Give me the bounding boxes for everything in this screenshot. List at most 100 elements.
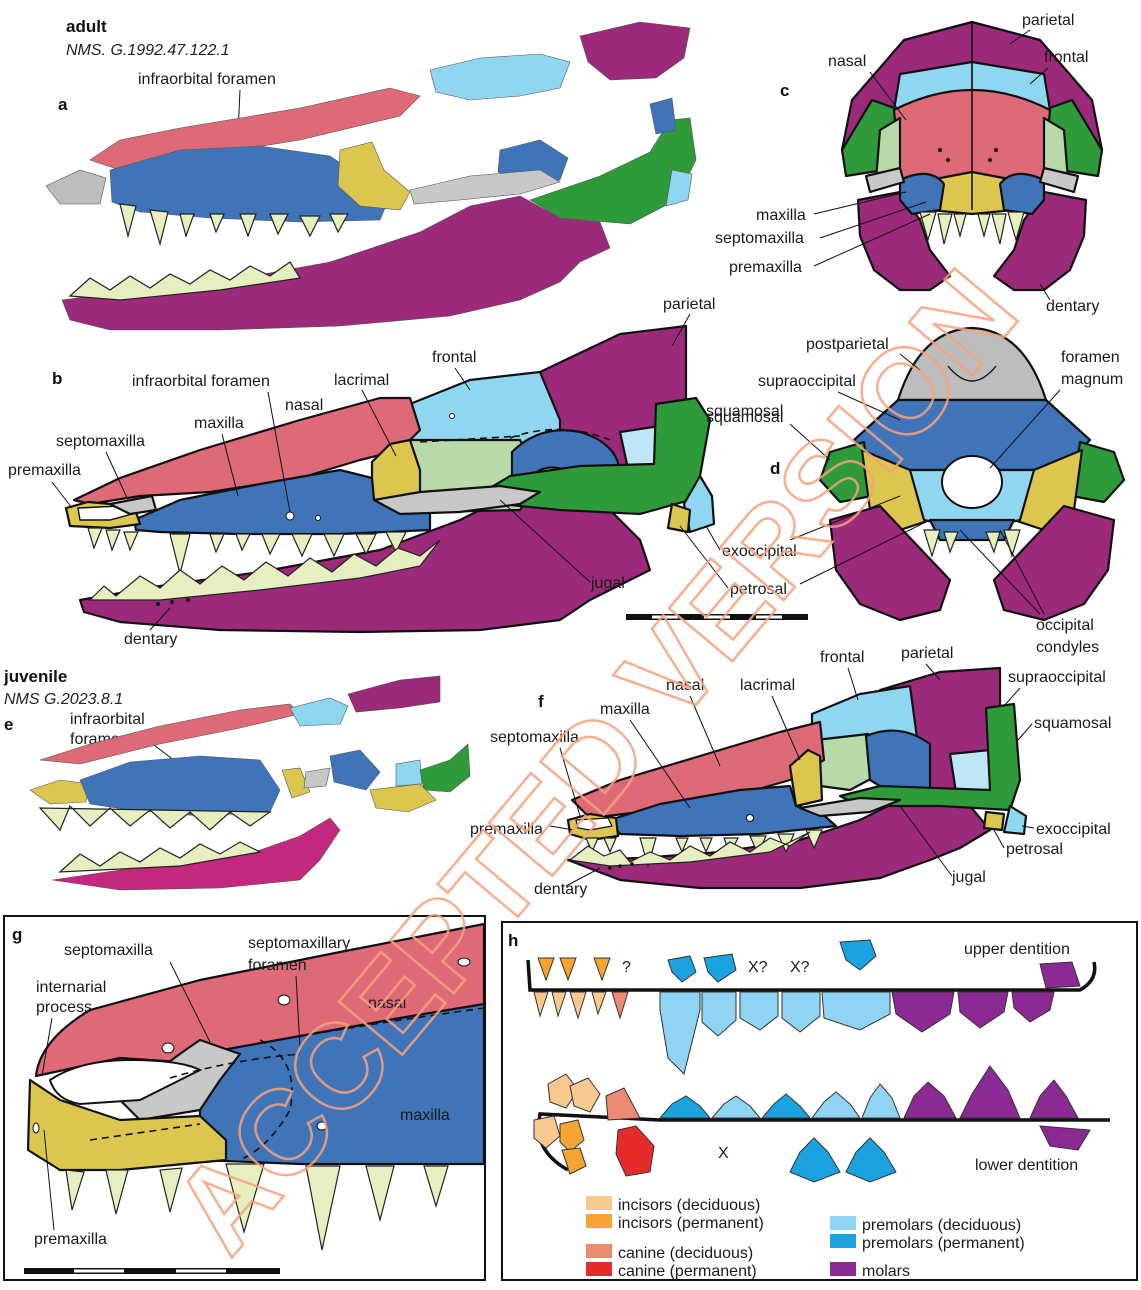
- panel-f-label-squamosal: squamosal: [1034, 715, 1111, 732]
- panel-h-upper-xq-1: X?: [748, 959, 768, 976]
- panel-b-label-nasal: nasal: [285, 397, 323, 414]
- panel-b-leader-premaxilla: [52, 482, 72, 508]
- panel-h-upper-molar-2: [958, 992, 1008, 1028]
- panel-g-foramen-2: [278, 995, 290, 1005]
- panel-a-specimen: NMS. G.1992.47.122.1: [66, 42, 230, 59]
- panel-h-legend: incisors (deciduous) incisors (permanent…: [586, 1196, 1025, 1280]
- panel-h-upper-q: ?: [622, 959, 631, 976]
- panel-h-upper-premolar-dec-3: [740, 992, 778, 1030]
- panel-d-label-squamosal: squamosal: [706, 409, 783, 426]
- panel-e: juvenile NMS G.2023.8.1 e infraorbital f…: [3, 667, 470, 890]
- panel-c-label-nasal: nasal: [828, 53, 866, 70]
- panel-h-lower-canine-perm: [616, 1126, 654, 1176]
- panel-c-letter: c: [780, 81, 789, 100]
- panel-h-lower-incisor-perm-1: [560, 1120, 584, 1152]
- panel-g-letter: g: [12, 925, 22, 944]
- panel-g-foramen-3: [162, 1043, 174, 1053]
- panel-e-label-infraorbital-1: infraorbital: [70, 711, 145, 728]
- panel-c-foramen-3: [994, 148, 998, 152]
- legend-swatch-premolar-permanent: [830, 1234, 856, 1248]
- panel-a-blue-rear: [650, 98, 676, 134]
- panel-h-lower-premolar-perm-1: [790, 1138, 840, 1182]
- panel-b-mental-2: [170, 600, 174, 604]
- legend-label-incisor-deciduous: incisors (deciduous): [618, 1197, 760, 1214]
- panel-c-teeth: [920, 212, 1024, 244]
- panel-d-label-foramen-2: magnum: [1061, 371, 1123, 388]
- panel-h-upper-premolar-dec-1: [660, 992, 700, 1074]
- panel-h-upper-molar-erupting: [1040, 962, 1080, 988]
- panel-a-frontal: [430, 54, 570, 100]
- legend-label-canine-deciduous: canine (deciduous): [618, 1245, 753, 1262]
- panel-h-lower-canine-dec: [606, 1088, 640, 1120]
- panel-h-lower-premolar-dec-1: [660, 1096, 710, 1118]
- panel-h-lower-premolar-dec-4: [812, 1092, 860, 1118]
- panel-c-foramen-1: [938, 148, 942, 152]
- panel-g-foramen-5: [33, 1123, 39, 1133]
- panel-f-letter: f: [538, 692, 544, 711]
- legend-label-incisor-permanent: incisors (permanent): [618, 1215, 764, 1232]
- panel-h-upper-incisor-perm-1: [538, 958, 554, 980]
- panel-b-infraorbital-foramen: [286, 512, 294, 520]
- panel-e-maxilla-rear: [330, 750, 380, 790]
- panel-b-label-dentary: dentary: [124, 631, 177, 648]
- panel-f-label-jugal: jugal: [951, 869, 986, 886]
- panel-f-mental-1: [608, 866, 612, 870]
- panel-a-stage: adult: [66, 17, 107, 36]
- panel-h-lower-incisor-dec-3: [534, 1116, 560, 1148]
- panel-c-maxilla-right: [1000, 174, 1044, 214]
- panel-h-upper-xq-2: X?: [790, 959, 810, 976]
- panel-h-lower-label: lower dentition: [975, 1157, 1078, 1174]
- panel-c-foramen-4: [988, 158, 992, 162]
- panel-e-stage: juvenile: [3, 667, 67, 686]
- panel-a-septomaxilla: [46, 170, 106, 204]
- panel-h-upper-canine-dec: [612, 992, 628, 1018]
- panel-f-leader-frontal: [848, 668, 858, 700]
- panel-h-upper-premolar-dec-2: [702, 992, 736, 1036]
- panel-h-lower-molar-1: [904, 1082, 956, 1118]
- panel-e-specimen: NMS G.2023.8.1: [4, 691, 123, 708]
- panel-b-label-septomaxilla: septomaxilla: [56, 433, 145, 450]
- legend-swatch-canine-deciduous: [586, 1244, 612, 1258]
- panel-g-label-premaxilla: premaxilla: [34, 1231, 107, 1248]
- legend-swatch-incisor-deciduous: [586, 1196, 612, 1210]
- panel-f-label-frontal: frontal: [820, 649, 864, 666]
- legend-label-molars: molars: [862, 1263, 910, 1280]
- panel-h-upper-label: upper dentition: [964, 941, 1070, 958]
- panel-g-label-septomaxilla: septomaxilla: [64, 942, 153, 959]
- panel-f-foramen: [747, 815, 754, 822]
- panel-b-label-premaxilla: premaxilla: [8, 462, 81, 479]
- panel-h-lower-molar-erupting: [1040, 1126, 1090, 1150]
- panel-h-upper-premolar-dec-5: [822, 992, 890, 1030]
- panel-h-lower-premolar-perm-2: [846, 1138, 896, 1182]
- panel-f-blue: [866, 731, 930, 792]
- panel-d-label-foramen-1: foramen: [1061, 349, 1120, 366]
- panel-g-label-internarial-1: internarial: [36, 979, 106, 996]
- panel-e-parietal: [348, 676, 440, 712]
- panel-b-label-maxilla: maxilla: [194, 415, 244, 432]
- panel-a-parietal: [580, 22, 690, 80]
- panel-e-frontal: [290, 698, 348, 726]
- legend-label-canine-permanent: canine (permanent): [618, 1263, 757, 1280]
- panel-h-upper-incisor-perm-2: [560, 958, 576, 980]
- panel-f-label-exoccipital: exoccipital: [1036, 821, 1111, 838]
- panel-b-label-infraorbital: infraorbital foramen: [132, 373, 270, 390]
- panel-b-letter: b: [52, 369, 62, 388]
- panel-f-leader-squamosal: [1018, 724, 1032, 740]
- panel-h-upper-premolar-perm-2: [704, 954, 736, 982]
- panel-h-lower-x: X: [718, 1145, 729, 1162]
- panel-b-foramen-2: [316, 516, 321, 521]
- panel-c: c parietal nasal frontal ma: [715, 12, 1102, 315]
- legend-swatch-canine-permanent: [586, 1262, 612, 1276]
- panel-a-label-infraorbital: infraorbital foramen: [138, 71, 276, 88]
- panel-h-upper-premolar-perm-3: [840, 940, 876, 970]
- legend-swatch-incisor-permanent: [586, 1214, 612, 1228]
- panel-f-leader-petrosal: [994, 830, 1004, 848]
- panel-g-label-maxilla: maxilla: [400, 1107, 450, 1124]
- panel-h-upper-incisor-dec-1: [534, 992, 548, 1016]
- panel-h-upper-incisor-perm-3: [594, 958, 610, 980]
- panel-f-label-petrosal: petrosal: [1006, 841, 1063, 858]
- panel-b-foramen-frontal: [450, 414, 455, 419]
- panel-d-basisphenoid: [930, 520, 1014, 540]
- panel-d-foramen-magnum: [942, 456, 1002, 508]
- panel-f-label-supraoccipital: supraoccipital: [1008, 669, 1106, 686]
